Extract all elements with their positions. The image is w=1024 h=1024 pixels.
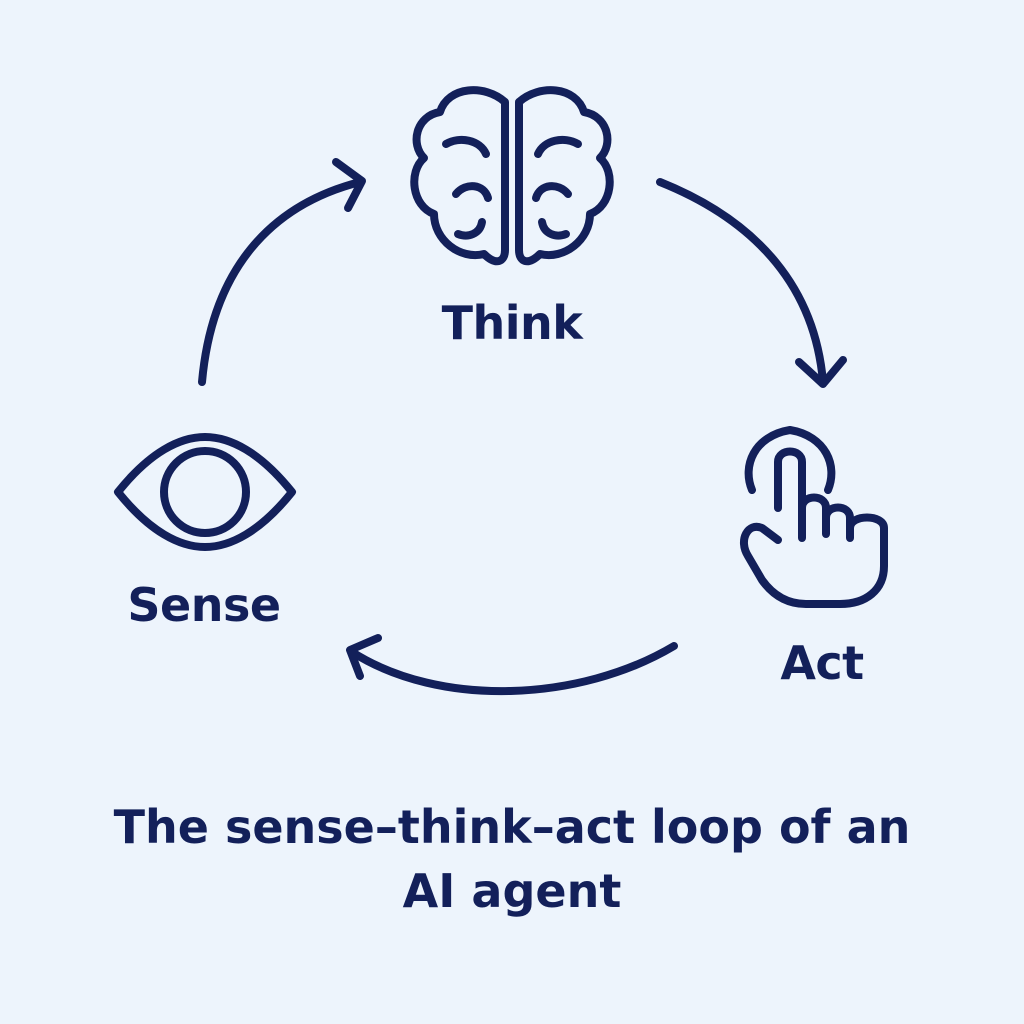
eye-icon: [114, 433, 296, 551]
act-label: Act: [780, 636, 864, 690]
arrow-sense-to-think: [198, 158, 366, 386]
sense-label: Sense: [127, 578, 281, 632]
caption-line-2: AI agent: [402, 864, 622, 918]
arrow-think-to-act: [656, 178, 847, 388]
brain-icon: [410, 86, 614, 266]
pointing-hand-icon: [740, 426, 888, 608]
arrow-act-to-sense: [346, 634, 678, 696]
caption-line-1: The sense–think–act loop of an: [113, 800, 911, 854]
think-label: Think: [441, 296, 583, 350]
caption: The sense–think–act loop of an AI agent: [60, 795, 964, 923]
